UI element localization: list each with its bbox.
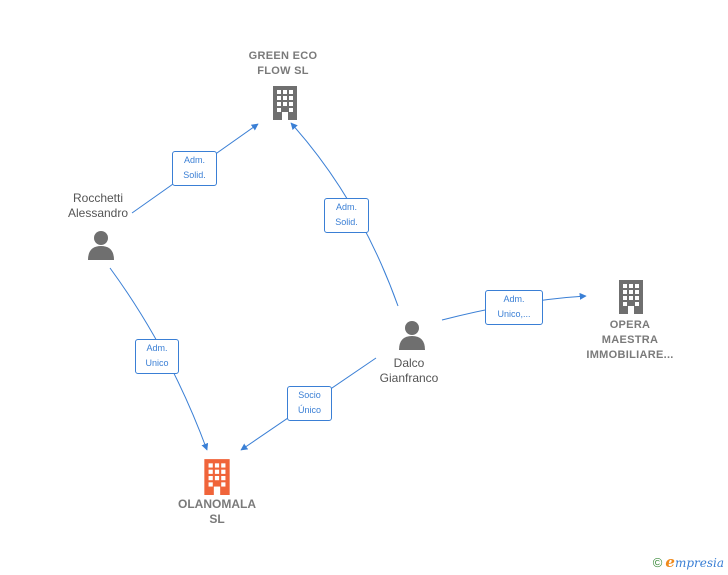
node-label-line: Alessandro: [67, 206, 129, 220]
building-icon[interactable]: [200, 457, 234, 495]
edge-label-rocchetti-olanomala[interactable]: Adm. Unico: [135, 339, 179, 374]
brand-name: mpresia: [674, 556, 724, 570]
edge-label-line: Socio: [298, 390, 321, 400]
node-label-line: FLOW SL: [257, 65, 309, 77]
edge-label-line: Adm.: [146, 343, 168, 353]
brand-initial: e: [665, 553, 675, 571]
person-icon[interactable]: [397, 320, 427, 350]
node-label-line: OLANOMALA: [178, 497, 256, 511]
edge-label-line: Único: [297, 405, 321, 415]
edge-label-line: Solid.: [183, 170, 206, 180]
edge-label-dalco-opera[interactable]: Adm. Unico,...: [485, 290, 543, 325]
node-label-rocchetti[interactable]: Rocchetti Alessandro: [48, 191, 148, 221]
brand-logo: empresia: [665, 553, 724, 571]
building-icon[interactable]: [269, 84, 301, 120]
edge-label-line: Adm.: [335, 202, 357, 212]
node-label-line: SL: [209, 512, 225, 526]
node-label-line: Gianfranco: [379, 371, 439, 385]
node-label-dalco[interactable]: Dalco Gianfranco: [359, 356, 459, 386]
person-icon[interactable]: [86, 230, 116, 260]
node-label-line: OPERA: [609, 319, 651, 331]
copyright-icon: ©: [652, 555, 663, 570]
node-label-line: GREEN ECO: [248, 50, 318, 62]
edge-label-line: Adm.: [183, 155, 205, 165]
node-label-line: IMMOBILIARE...: [586, 349, 674, 361]
node-label-line: Rocchetti: [72, 191, 124, 205]
node-label-opera[interactable]: OPERA MAESTRA IMMOBILIARE...: [575, 318, 685, 363]
edge-label-rocchetti-green-eco[interactable]: Adm. Solid.: [172, 151, 217, 186]
footer-brand[interactable]: ©empresia: [653, 553, 724, 571]
edge-label-line: Solid.: [335, 217, 358, 227]
edge-label-line: Unico: [145, 358, 169, 368]
node-label-line: MAESTRA: [601, 334, 659, 346]
edge-label-dalco-olanomala[interactable]: Socio Único: [287, 386, 332, 421]
edge-label-line: Adm.: [503, 294, 525, 304]
building-icon[interactable]: [615, 278, 647, 314]
node-label-olanomala[interactable]: OLANOMALA SL: [167, 497, 267, 527]
edge-label-line: Unico,...: [497, 309, 531, 319]
edge-label-dalco-green-eco[interactable]: Adm. Solid.: [324, 198, 369, 233]
node-label-green-eco[interactable]: GREEN ECO FLOW SL: [233, 49, 333, 79]
node-label-line: Dalco: [393, 356, 425, 370]
